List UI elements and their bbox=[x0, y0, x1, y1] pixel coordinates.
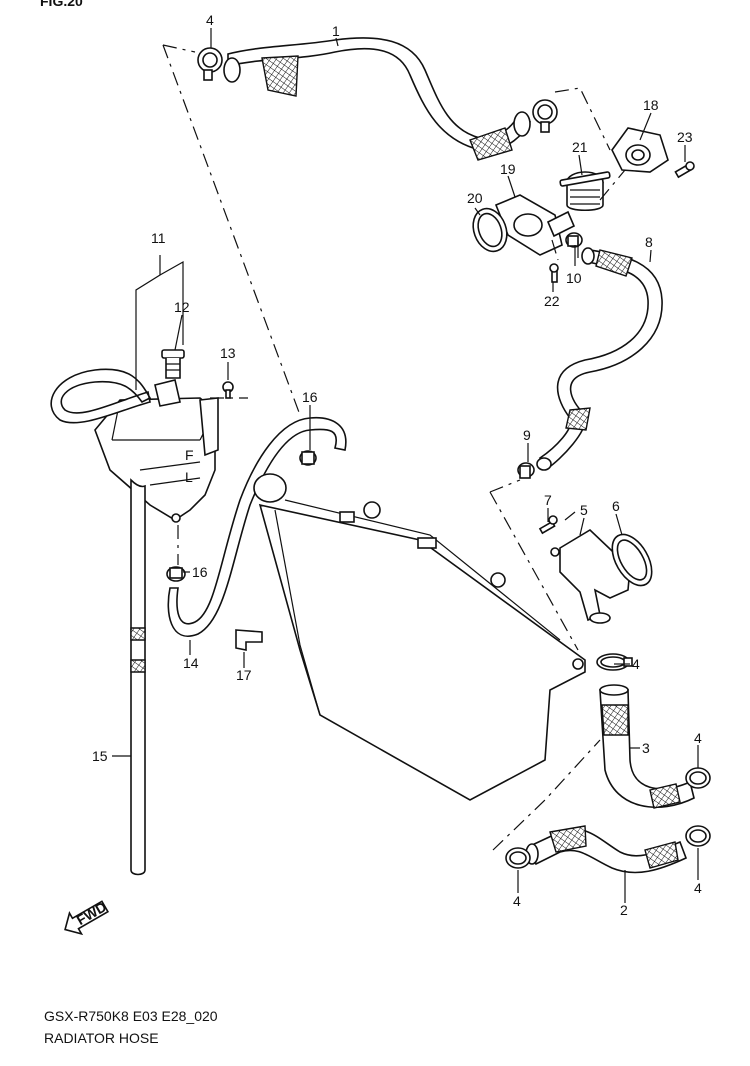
clamp-hose-1-end bbox=[532, 99, 558, 133]
bolt-23 bbox=[674, 161, 695, 179]
clamp-4-hose-2-left bbox=[505, 847, 531, 869]
section-title: RADIATOR HOSE bbox=[44, 1030, 159, 1046]
callout-4-hose-2-left: 4 bbox=[513, 893, 521, 909]
callout-19: 19 bbox=[500, 161, 516, 177]
svg-text:F: F bbox=[185, 447, 194, 463]
hose-1 bbox=[223, 37, 532, 161]
callout-8: 8 bbox=[645, 234, 653, 250]
hose-14 bbox=[167, 416, 347, 637]
callout-7: 7 bbox=[544, 492, 552, 508]
callout-4-hose-2-right: 4 bbox=[694, 880, 702, 896]
radiator bbox=[253, 473, 586, 801]
clamp-4-top bbox=[197, 47, 223, 81]
screw-13 bbox=[222, 381, 234, 399]
clamp-4-hose-3 bbox=[685, 767, 711, 789]
callout-16-upper: 16 bbox=[302, 389, 318, 405]
reservoir-tank: F L bbox=[94, 379, 219, 523]
thermostat-case-19 bbox=[494, 194, 576, 256]
callout-11: 11 bbox=[151, 230, 166, 246]
hose-15 bbox=[130, 478, 146, 876]
svg-text:L: L bbox=[185, 469, 193, 485]
clamp-4-pump bbox=[596, 653, 633, 671]
bolt-7 bbox=[538, 515, 558, 535]
clamp-4-hose-2-right bbox=[685, 825, 711, 847]
callout-16-lower: 16 bbox=[192, 564, 208, 580]
callout-15: 15 bbox=[92, 748, 108, 764]
clamp-10 bbox=[565, 232, 583, 248]
clamp-9 bbox=[517, 462, 535, 479]
model-code: GSX-R750K8 E03 E28_020 bbox=[44, 1008, 218, 1024]
callout-14: 14 bbox=[183, 655, 199, 671]
hose-8 bbox=[536, 247, 663, 471]
callout-20: 20 bbox=[467, 190, 483, 206]
callout-9: 9 bbox=[523, 427, 531, 443]
callout-17: 17 bbox=[236, 667, 252, 683]
callout-13: 13 bbox=[220, 345, 236, 361]
callout-4-hose-3: 4 bbox=[694, 730, 702, 746]
fwd-arrow-icon: FWD bbox=[64, 898, 110, 936]
callout-3: 3 bbox=[642, 740, 650, 756]
callout-21: 21 bbox=[572, 139, 588, 155]
callout-1: 1 bbox=[332, 23, 340, 39]
leader-lines bbox=[112, 28, 699, 903]
reservoir-cap-12 bbox=[161, 349, 185, 379]
callout-4-pump: 4 bbox=[632, 656, 640, 672]
thermostat-21 bbox=[559, 171, 611, 212]
callout-4: 4 bbox=[206, 12, 214, 28]
svg-text:FWD: FWD bbox=[74, 898, 110, 928]
thermostat-cover-18 bbox=[611, 127, 669, 173]
callout-18: 18 bbox=[643, 97, 659, 113]
callout-23: 23 bbox=[677, 129, 693, 145]
callout-10: 10 bbox=[566, 270, 582, 286]
callout-5: 5 bbox=[580, 502, 588, 518]
callout-labels: 4 1 18 23 21 19 20 8 10 22 11 12 13 16 9… bbox=[92, 12, 702, 918]
callout-6: 6 bbox=[612, 498, 620, 514]
callout-2: 2 bbox=[620, 902, 628, 918]
callout-12: 12 bbox=[174, 299, 190, 315]
bracket-lines bbox=[135, 240, 579, 390]
clamp-17 bbox=[235, 629, 263, 651]
o-ring-20 bbox=[472, 207, 508, 253]
hose-3 bbox=[599, 684, 695, 809]
callout-22: 22 bbox=[544, 293, 560, 309]
clamp-16-upper bbox=[299, 450, 317, 466]
figure-header: FIG.20 bbox=[40, 0, 83, 9]
assembly-lines bbox=[162, 44, 626, 851]
clamp-16-lower bbox=[166, 566, 186, 582]
o-ring-6 bbox=[611, 533, 653, 587]
bolt-22 bbox=[549, 263, 559, 283]
hose-2 bbox=[525, 825, 688, 874]
reservoir-loop-hose bbox=[50, 368, 152, 424]
